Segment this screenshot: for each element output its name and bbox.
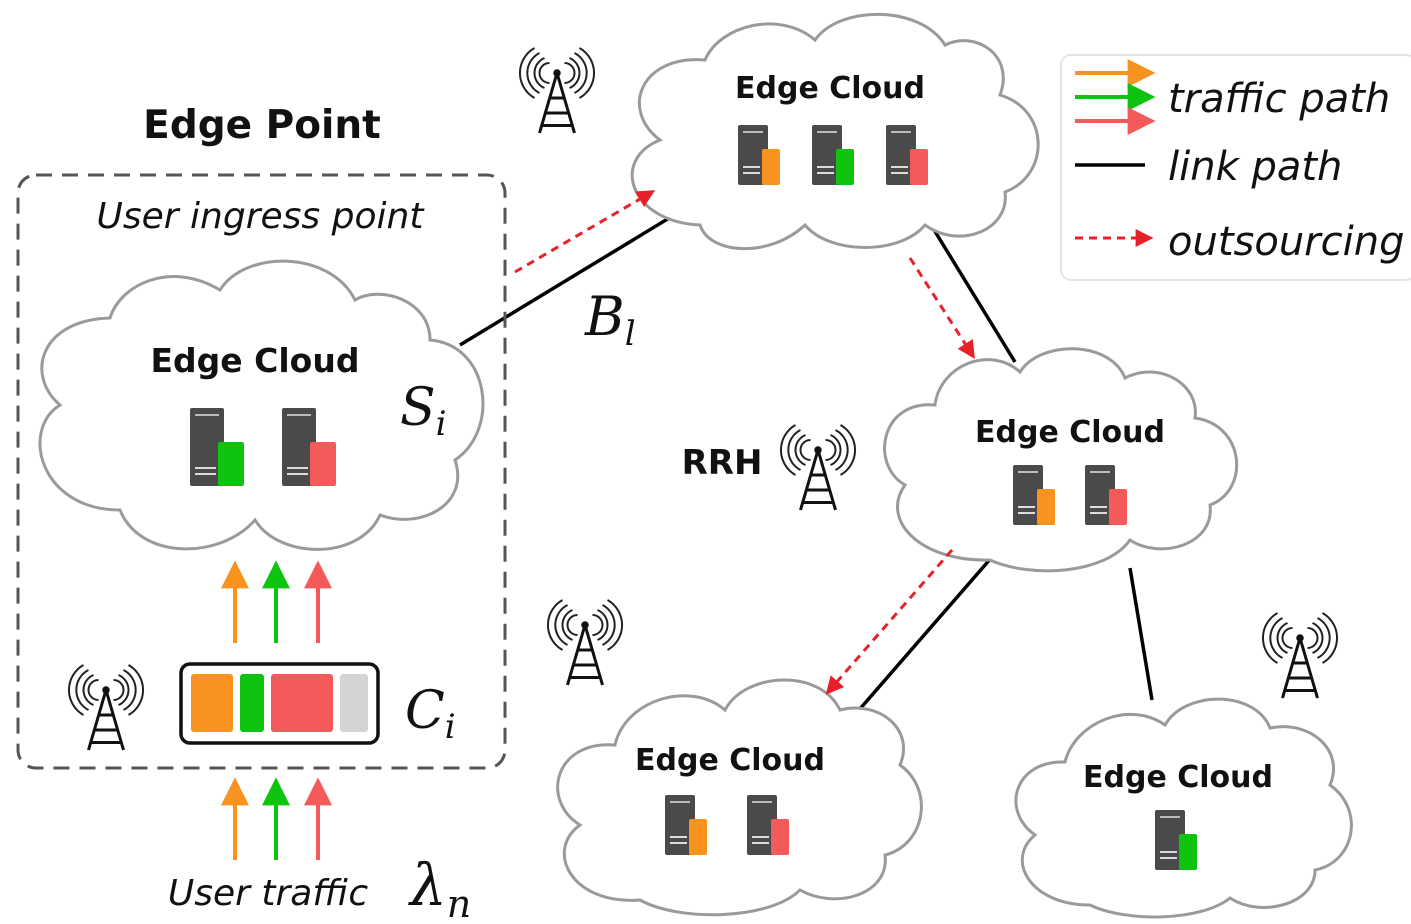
rrh-label: RRH [682,443,763,483]
traffic-queue [179,662,380,745]
cloud-ingress-servers [190,408,336,486]
queue-cells [191,674,368,732]
cloud-middle: Edge Cloud [883,347,1239,573]
legend-link-label: link path [1168,144,1342,190]
cloud-top: Edge Cloud [630,12,1040,251]
antenna-icon [546,598,624,687]
queue-cell-orange [191,674,233,732]
link-middle-bottomright [1128,567,1154,701]
cloud-bottom-left-label: Edge Cloud [635,743,825,778]
antenna-icon [518,46,596,135]
legend-traffic-label: traffic path [1168,76,1390,122]
server-module-green [1179,834,1197,870]
server-module-orange [762,149,780,185]
server-icon [190,408,244,486]
legend-outsourcing-label: outsourcing [1168,219,1404,265]
server-module-red [1109,489,1127,525]
outsourcing-arrow-top-middle [908,257,975,360]
server-icon [812,125,854,185]
server-module-green [218,442,244,486]
traffic-arrows-upper [221,560,332,643]
cloud-bottom-right: Edge Cloud [1014,697,1353,919]
server-module-green [836,149,854,185]
edge-point-box [16,173,507,770]
server-module-red [910,149,928,185]
math-C-i: Ci [405,681,456,747]
server-icon [886,125,928,185]
antenna-icon [779,423,857,512]
cloud-top-servers [738,125,928,185]
queue-cell-red [271,674,333,732]
server-module-orange [1037,489,1055,525]
server-icon [282,408,336,486]
user-traffic-label: User traffic [168,873,368,914]
math-B-l: Bl [584,285,636,354]
cloud-bottom-right-servers [1155,810,1197,870]
queue-cell-gray [340,674,368,732]
server-icon [747,795,789,855]
edge-point-title: Edge Point [143,103,381,148]
traffic-arrows-lower [221,777,332,860]
cloud-top-label: Edge Cloud [735,71,925,106]
legend: traffic path link path outsourcing [1060,54,1411,281]
outsourcing-arrow-ingress-top [514,190,656,274]
cloud-middle-label: Edge Cloud [975,415,1165,450]
cloud-ingress-label: Edge Cloud [151,341,360,380]
server-module-orange [689,819,707,855]
cloud-ingress: Edge Cloud [38,259,485,551]
server-module-red [771,819,789,855]
ingress-label: User ingress point [97,196,426,237]
cloud-bottom-left-servers [665,795,789,855]
link-middle-bottomleft [850,555,994,720]
queue-cell-green [240,674,264,732]
cloud-bottom-right-label: Edge Cloud [1083,760,1273,795]
server-icon [738,125,780,185]
server-module-red [310,442,336,486]
server-icon [1155,810,1197,870]
outsourcing-arrows [514,190,975,695]
server-icon [1013,465,1055,525]
antenna-icon [1261,611,1339,700]
antenna-icon [67,663,145,752]
server-icon [665,795,707,855]
link-top-middle [926,219,1017,363]
cloud-bottom-left: Edge Cloud [556,678,923,917]
math-lambda-n: λn [408,851,471,924]
math-S-i: Si [400,378,447,444]
cloud-middle-servers [1013,465,1127,525]
server-icon [1085,465,1127,525]
outsourcing-arrow-middle-bottomleft [825,549,954,695]
